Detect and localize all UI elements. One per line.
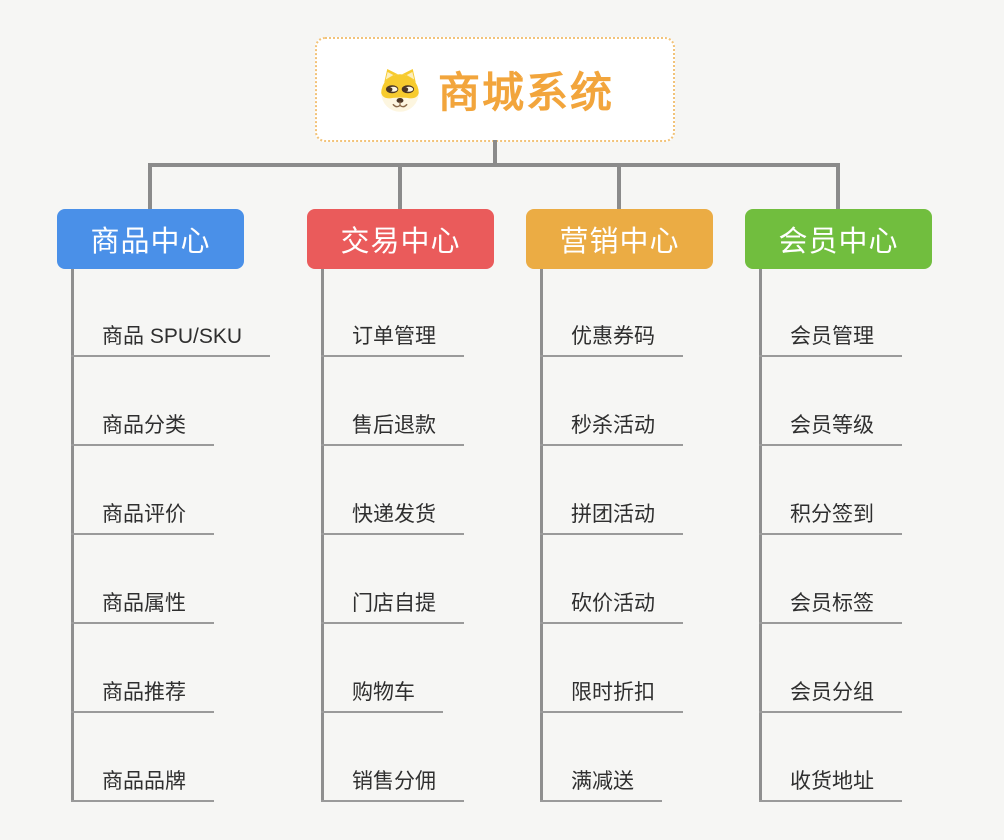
- subnode-group-buy[interactable]: 拼团活动: [540, 503, 683, 535]
- subnode-sales-commission[interactable]: 销售分佣: [321, 770, 464, 802]
- subnode-coupon-code[interactable]: 优惠券码: [540, 325, 683, 357]
- branch-marketing-center: 营销中心 优惠券码 秒杀活动 拼团活动 砍价活动 限时折扣 满减送: [526, 209, 713, 802]
- branch-node-trade-center[interactable]: 交易中心: [307, 209, 494, 269]
- branch-node-member-center[interactable]: 会员中心: [745, 209, 932, 269]
- branch-trade-center: 交易中心 订单管理 售后退款 快递发货 门店自提 购物车 销售分佣: [307, 209, 494, 802]
- doge-icon: [381, 68, 419, 112]
- connector-root-stem: [493, 140, 497, 165]
- branch-product-center: 商品中心 商品 SPU/SKU 商品分类 商品评价 商品属性 商品推荐 商品品牌: [57, 209, 271, 802]
- connector-horizontal-rail: [148, 163, 840, 167]
- root-node-mall-system[interactable]: 商城系统: [315, 37, 675, 142]
- subnode-product-category[interactable]: 商品分类: [71, 414, 214, 446]
- connector-drop-member: [836, 163, 840, 209]
- subnode-limited-time-discount[interactable]: 限时折扣: [540, 681, 683, 713]
- subnode-store-pickup[interactable]: 门店自提: [321, 592, 464, 624]
- subnode-product-spu-sku[interactable]: 商品 SPU/SKU: [71, 325, 271, 357]
- subnode-product-recommend[interactable]: 商品推荐: [71, 681, 214, 713]
- subnode-member-group[interactable]: 会员分组: [759, 681, 902, 713]
- subnode-full-reduction[interactable]: 满减送: [540, 770, 662, 802]
- subnode-express-delivery[interactable]: 快递发货: [321, 503, 464, 535]
- subnode-aftersale-refund[interactable]: 售后退款: [321, 414, 464, 446]
- subnode-bargain-activity[interactable]: 砍价活动: [540, 592, 683, 624]
- subnode-order-management[interactable]: 订单管理: [321, 325, 464, 357]
- connector-drop-marketing: [617, 163, 621, 209]
- branch-member-center: 会员中心 会员管理 会员等级 积分签到 会员标签 会员分组 收货地址: [745, 209, 932, 802]
- subnode-member-management[interactable]: 会员管理: [759, 325, 902, 357]
- branch-node-product-center[interactable]: 商品中心: [57, 209, 244, 269]
- root-node-title: 商城系统: [437, 69, 614, 116]
- subnode-flash-sale[interactable]: 秒杀活动: [540, 414, 683, 446]
- subnode-points-checkin[interactable]: 积分签到: [759, 503, 902, 535]
- branch-trunk-line: [540, 269, 543, 802]
- subnode-shipping-address[interactable]: 收货地址: [759, 770, 902, 802]
- subnode-product-brand[interactable]: 商品品牌: [71, 770, 214, 802]
- subnode-member-tag[interactable]: 会员标签: [759, 592, 902, 624]
- branch-trunk-line: [71, 269, 74, 802]
- branch-trunk-line: [759, 269, 762, 802]
- branch-node-marketing-center[interactable]: 营销中心: [526, 209, 713, 269]
- connector-drop-trade: [398, 163, 402, 209]
- branch-trunk-line: [321, 269, 324, 802]
- subnode-product-attribute[interactable]: 商品属性: [71, 592, 214, 624]
- connector-drop-product: [148, 163, 152, 209]
- subnode-member-level[interactable]: 会员等级: [759, 414, 902, 446]
- subnode-shopping-cart[interactable]: 购物车: [321, 681, 443, 713]
- subnode-product-review[interactable]: 商品评价: [71, 503, 214, 535]
